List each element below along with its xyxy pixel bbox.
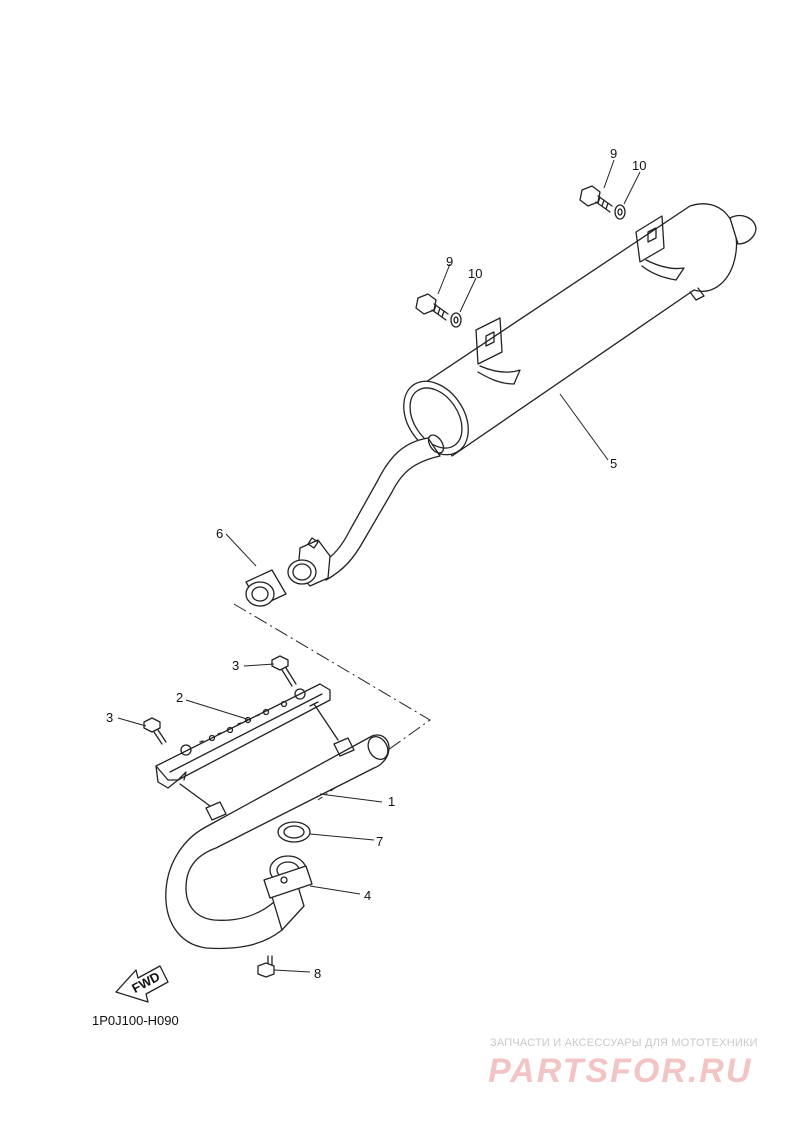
screw-part-3-lower bbox=[143, 717, 167, 745]
nut-part-8 bbox=[257, 955, 275, 978]
screw-part-3-upper bbox=[271, 655, 297, 687]
callout-3-upper: 3 bbox=[232, 658, 239, 673]
watermark-caption: ЗАПЧАСТИ И АКСЕССУАРЫ ДЛЯ МОТОТЕХНИКИ bbox=[490, 1037, 758, 1049]
washer-part-10-upper bbox=[614, 204, 626, 220]
flange-part-4 bbox=[263, 855, 313, 899]
callout-9-upper: 9 bbox=[610, 146, 617, 161]
callout-4: 4 bbox=[364, 888, 371, 903]
callout-6: 6 bbox=[216, 526, 223, 541]
diagram-code: 1P0J100-H090 bbox=[92, 1013, 179, 1028]
callout-2: 2 bbox=[176, 690, 183, 705]
callout-7: 7 bbox=[376, 834, 383, 849]
muffler-part-5 bbox=[287, 203, 757, 587]
bolt-part-9-upper bbox=[579, 185, 613, 213]
callout-5: 5 bbox=[610, 456, 617, 471]
gasket-part-7 bbox=[277, 821, 311, 843]
leader-lines bbox=[117, 159, 641, 973]
washer-part-10-lower bbox=[450, 312, 462, 328]
bolt-part-9-lower bbox=[415, 293, 449, 321]
callout-9-lower: 9 bbox=[446, 254, 453, 269]
callout-3-lower: 3 bbox=[106, 710, 113, 725]
watermark-logo: PARTSFOR.RU bbox=[488, 1052, 753, 1090]
callout-1: 1 bbox=[388, 794, 395, 809]
gasket-part-6 bbox=[245, 569, 287, 607]
callout-10-upper: 10 bbox=[632, 158, 646, 173]
heat-protector-part-2 bbox=[155, 683, 339, 807]
callout-8: 8 bbox=[314, 966, 321, 981]
forward-direction-arrow: FWD bbox=[115, 965, 169, 1003]
callout-10-lower: 10 bbox=[468, 266, 482, 281]
